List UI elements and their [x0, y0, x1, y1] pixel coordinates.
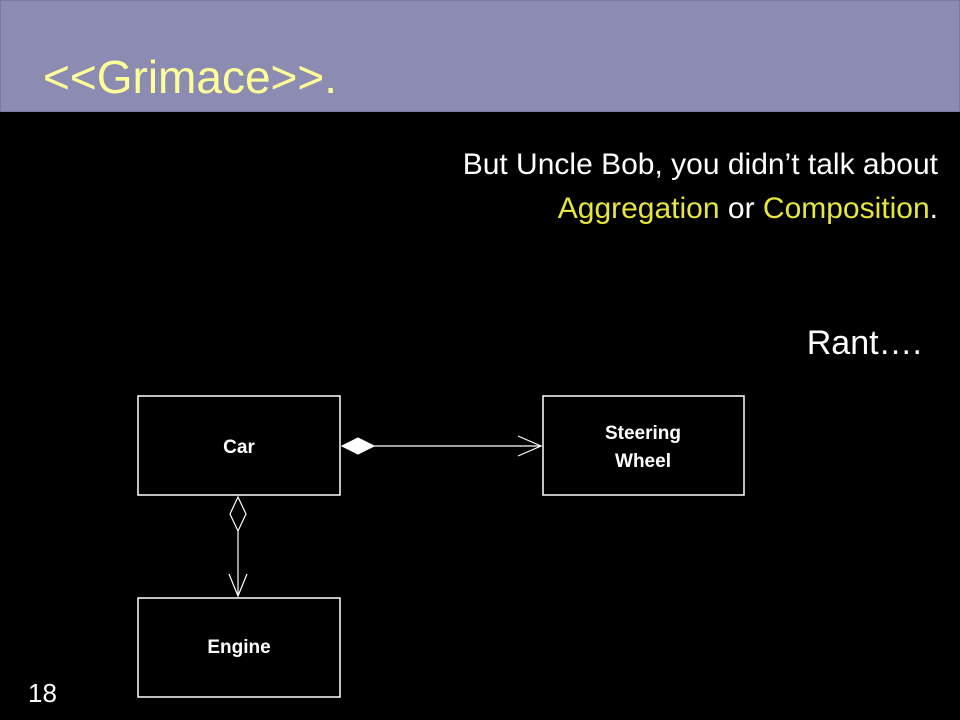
composition-association	[340, 435, 543, 457]
quote-conjunction: or	[719, 192, 763, 225]
quote-line-1: But Uncle Bob, you didn’t talk about	[462, 148, 938, 181]
title-bar: <<Grimace>>.	[0, 0, 960, 112]
quote-text: But Uncle Bob, you didn’t talk about Agg…	[318, 143, 938, 231]
class-label-car: Car	[223, 437, 255, 458]
quote-end: .	[929, 192, 938, 225]
class-box-car: Car	[137, 395, 341, 496]
aggregation-arrowhead-icon	[228, 573, 248, 598]
class-box-engine: Engine	[137, 597, 341, 698]
class-label-wheel: Wheel	[615, 451, 671, 472]
rant-text: Rant….	[806, 324, 922, 362]
class-box-steering-wheel: Steering Wheel	[542, 395, 745, 496]
class-label-steering: Steering	[605, 423, 681, 444]
composition-arrowhead-icon	[517, 435, 543, 457]
aggregation-diamond-icon	[229, 495, 247, 533]
slide-number: 18	[28, 678, 57, 708]
quote-line-2: Aggregation or Composition.	[318, 187, 938, 231]
composition-term: Composition	[762, 192, 930, 225]
slide-title: <<Grimace>>.	[43, 51, 338, 103]
aggregation-term: Aggregation	[557, 192, 720, 225]
aggregation-association	[228, 495, 248, 598]
class-label-engine: Engine	[207, 637, 270, 658]
composition-diamond-icon	[340, 437, 376, 455]
